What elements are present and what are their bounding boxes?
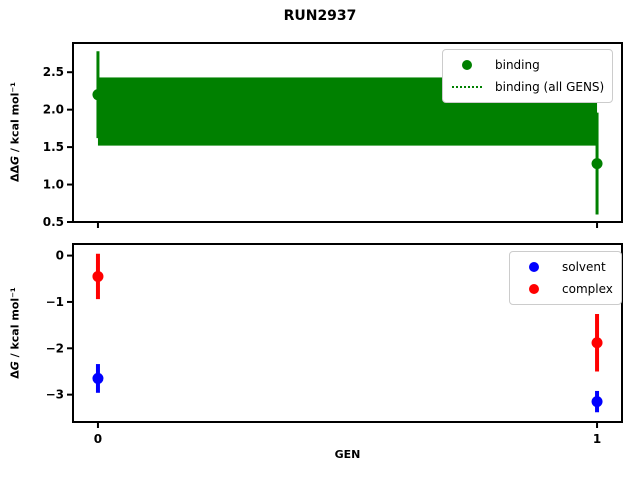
binding-all-gens-line-icon (451, 86, 483, 88)
ylabel-top-symbol: G (8, 155, 22, 165)
legend-label-solvent: solvent (562, 260, 606, 274)
legend-label-binding-all-gens: binding (all GENS) (495, 80, 605, 94)
legend-binding: binding binding (all GENS) (442, 49, 614, 103)
ylabel-bottom-symbol: G (8, 361, 22, 371)
y-tick-label: 2.0 (43, 103, 64, 117)
ylabel-top-prefix: ΔΔ (8, 164, 22, 183)
y-tick-label: 0 (56, 249, 64, 263)
plot-title: RUN2937 (283, 8, 357, 24)
complex-point-gen1 (591, 337, 603, 349)
binding-marker-icon (451, 60, 483, 70)
y-tick-label: 1.0 (43, 178, 64, 192)
ylabel-bottom-prefix: Δ (8, 370, 22, 379)
solvent-point-gen1 (591, 396, 603, 408)
legend-item-binding-all-gens: binding (all GENS) (451, 76, 604, 98)
binding-point-gen0 (92, 89, 104, 101)
x-axis-label: GEN (334, 448, 361, 461)
y-axis-label-top: ΔΔG / kcal mol⁻¹ (9, 82, 22, 182)
x-tick-label: 1 (593, 432, 601, 446)
axes-frame-panel1 (72, 243, 623, 423)
legend-label-binding: binding (495, 58, 540, 72)
axes-frame-panel0 (72, 42, 623, 223)
legend-item-solvent: solvent (518, 256, 613, 278)
solvent-marker-icon (518, 262, 550, 272)
y-tick-label: 2.5 (43, 65, 64, 79)
y-tick-label: 1.5 (43, 140, 64, 154)
y-tick-label: −1 (46, 295, 64, 309)
y-tick-label: 0.5 (43, 215, 64, 229)
legend-label-complex: complex (562, 282, 613, 296)
y-tick-label: −2 (46, 341, 64, 355)
legend-item-complex: complex (518, 278, 613, 300)
legend-free-energy: solvent complex (509, 251, 622, 305)
complex-point-gen0 (92, 270, 104, 282)
ylabel-top-units: / kcal mol⁻¹ (8, 81, 22, 156)
y-tick-label: −3 (46, 388, 64, 402)
complex-marker-icon (518, 284, 550, 294)
legend-item-binding: binding (451, 54, 604, 76)
binding-point-gen1 (591, 158, 603, 170)
solvent-point-gen0 (92, 372, 104, 384)
x-tick-label: 0 (94, 432, 102, 446)
ylabel-bottom-units: / kcal mol⁻¹ (8, 287, 22, 362)
y-axis-label-bottom: ΔG / kcal mol⁻¹ (9, 287, 22, 379)
